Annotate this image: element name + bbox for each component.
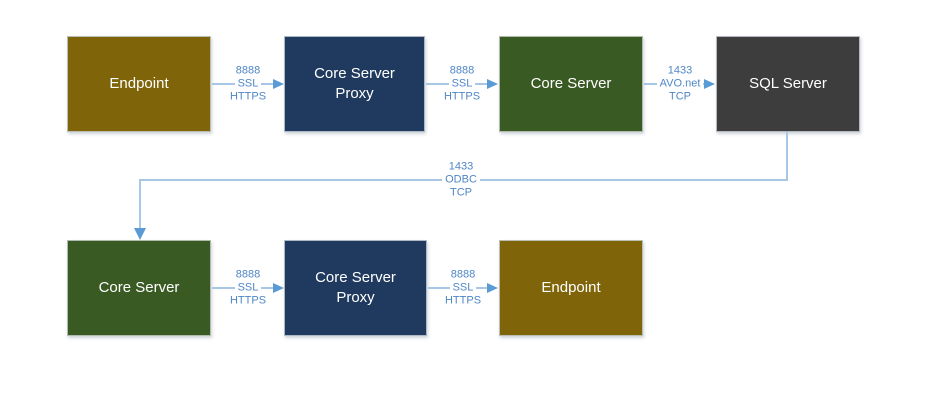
connector-label-line: 8888	[232, 64, 264, 78]
arrowhead-down-icon	[134, 228, 146, 240]
node-label: SQL Server	[749, 75, 827, 92]
connector-label-line: HTTPS	[226, 90, 270, 104]
connector-label: 8888 SSL HTTPS	[213, 268, 283, 308]
node-sql-server: SQL Server	[716, 36, 860, 132]
connector-label-line: AVO.net	[656, 77, 704, 91]
connector-label-line: 8888	[447, 268, 479, 282]
connector-label-line: HTTPS	[440, 90, 484, 104]
connector-label-line: 8888	[232, 268, 264, 282]
connector-label-line: SSL	[449, 281, 477, 295]
node-core-server-proxy-2: Core Server Proxy	[284, 240, 427, 336]
node-label: Endpoint	[109, 75, 169, 92]
arrowhead-right-icon	[273, 79, 284, 89]
connector-label: 1433 AVO.net TCP	[645, 64, 715, 104]
connector-label-line: SSL	[448, 77, 476, 91]
connector-label-line: 1433	[445, 160, 477, 174]
connector-label-line: SSL	[234, 77, 262, 91]
connector-line	[786, 132, 788, 180]
connector-label-line: 8888	[446, 64, 478, 78]
connector-line	[139, 179, 141, 229]
connector-label-line: HTTPS	[441, 294, 485, 308]
connector-label-line: TCP	[447, 186, 475, 200]
node-label: Core Server	[530, 75, 612, 92]
connector-label-line: ODBC	[442, 173, 480, 187]
node-core-server-2: Core Server	[67, 240, 211, 336]
connector-label: 8888 SSL HTTPS	[427, 64, 497, 104]
connector-label-line: 1433	[664, 64, 696, 78]
connector-label: 1433 ODBC TCP	[426, 160, 496, 200]
node-endpoint-1: Endpoint	[67, 36, 211, 132]
arrowhead-right-icon	[273, 283, 284, 293]
node-core-server-proxy-1: Core Server Proxy	[284, 36, 425, 132]
arrowhead-right-icon	[487, 283, 498, 293]
connector-label-line: TCP	[666, 90, 694, 104]
node-label: Core Server Proxy	[315, 269, 396, 306]
node-label: Core Server	[98, 279, 180, 296]
node-label: Endpoint	[541, 279, 601, 296]
node-core-server-1: Core Server	[499, 36, 643, 132]
arrowhead-right-icon	[704, 79, 715, 89]
node-label: Core Server Proxy	[314, 65, 395, 102]
connector-label: 8888 SSL HTTPS	[428, 268, 498, 308]
connector-label: 8888 SSL HTTPS	[213, 64, 283, 104]
connector-label-line: SSL	[234, 281, 262, 295]
arrowhead-right-icon	[487, 79, 498, 89]
connector-label-line: HTTPS	[226, 294, 270, 308]
node-endpoint-2: Endpoint	[499, 240, 643, 336]
